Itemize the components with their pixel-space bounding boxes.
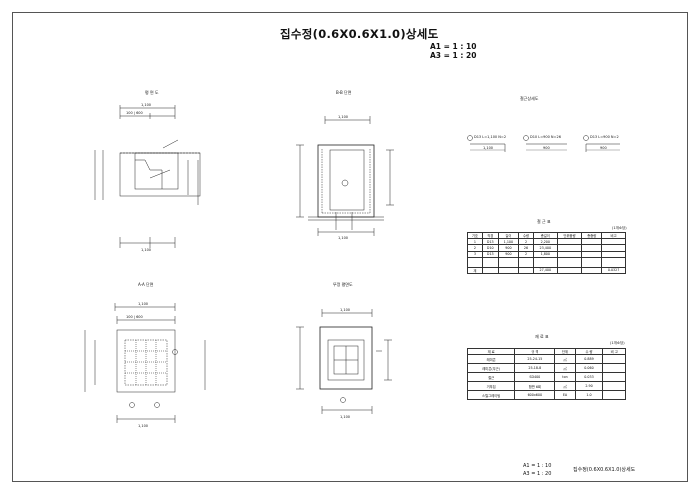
table-cell: 철근 — [466, 372, 516, 383]
table-cell: 스틸그레이팅 — [466, 390, 516, 401]
table-cell — [601, 250, 626, 258]
table-row: 스틸그레이팅 600x600 EA 1.0 — [466, 390, 626, 401]
material-table-caption: 재 료 표 — [535, 334, 549, 339]
cover-plan-drawing — [296, 309, 392, 414]
table-row: 거푸집 합판 6회 ㎡ 2.90 — [466, 381, 626, 392]
view-title-section-aa: A-A 단면 — [138, 282, 154, 287]
cover-dim-bottom: 1,100 — [340, 415, 351, 419]
table-cell — [602, 390, 626, 401]
table-cell: 2.90 — [574, 381, 604, 392]
table-cell: 27,400 — [532, 266, 558, 274]
table-total-row: 계 27,400 0.0327 — [467, 266, 626, 274]
plan-dim-top: 1,100 — [141, 103, 152, 107]
material-table-unit: (1개소당) — [610, 341, 625, 345]
rebar-label-2: D10 L=900 N=26 — [530, 135, 561, 139]
table-cell: 거푸집 — [466, 381, 516, 392]
plan-dim-bottom: 1,100 — [141, 248, 152, 252]
table-cell: 1,800 — [532, 250, 558, 258]
bb-dim-top: 1,100 — [338, 115, 349, 119]
footer-scale-a1: A1 = 1 : 10 — [523, 463, 552, 469]
rebar-dim-1: 1,100 — [483, 146, 494, 150]
quantity-table-caption: 철 근 표 — [537, 219, 551, 224]
drawing-sheet-border — [12, 12, 688, 482]
section-aa-drawing — [84, 303, 206, 423]
table-cell: 0.0327 — [601, 266, 626, 274]
table-cell: 900 — [497, 250, 520, 258]
plan-view-drawing — [94, 105, 201, 248]
table-cell — [602, 381, 626, 392]
aa-dim-bottom: 1,100 — [138, 424, 149, 428]
table-cell: ㎥ — [554, 354, 576, 365]
section-bb-drawing — [296, 116, 394, 236]
table-cell — [581, 266, 603, 274]
material-table: 재 료 규 격 단위 수 량 비 고 레미콘 25-24-15 ㎥ 0.889 … — [466, 347, 626, 401]
table-cell: EA — [554, 390, 576, 401]
table-cell: 계 — [467, 266, 483, 274]
table-cell: ㎡ — [554, 381, 576, 392]
scale-a3: A3 = 1 : 20 — [430, 51, 477, 60]
table-cell: 600x600 — [514, 390, 556, 401]
view-title-cover-plan: 뚜껑 평면도 — [333, 282, 353, 287]
rebar-dim-3: 900 — [600, 146, 607, 150]
rebar-dim-2: 900 — [543, 146, 550, 150]
table-cell — [602, 363, 626, 374]
rebar-detail-drawing — [467, 135, 620, 152]
table-header-cell: 비 고 — [602, 347, 626, 356]
table-cell: 1.0 — [574, 390, 604, 401]
table-cell — [556, 266, 583, 274]
cover-dim-top: 1,100 — [340, 308, 351, 312]
table-cell — [556, 250, 583, 258]
table-cell: ton — [554, 372, 576, 383]
table-header-row: 재 료 규 격 단위 수 량 비 고 — [466, 347, 626, 356]
view-title-section-bb: B-B 단면 — [336, 90, 352, 95]
table-row: 3 D13 900 2 1,800 — [467, 250, 626, 258]
table-cell — [497, 266, 520, 274]
table-header-cell: 단위 — [554, 347, 576, 356]
table-header-cell: 수 량 — [574, 347, 604, 356]
table-cell: 합판 6회 — [514, 381, 556, 392]
table-cell — [602, 372, 626, 383]
quantity-table-unit: (1개소당) — [612, 226, 627, 230]
table-cell — [481, 266, 499, 274]
drawing-title: 집수정(0.6X0.6X1.0)상세도 — [280, 27, 439, 41]
quantity-table: 기호 직경 길이 수량 총길이 단위중량 총중량 비고 1 D13 1,100 … — [467, 231, 626, 274]
aa-dim-sub: 100 | 600 — [126, 315, 143, 319]
rebar-label-3: D13 L=900 N=2 — [590, 135, 619, 139]
view-title-rebar-detail: 철근상세도 — [520, 96, 539, 101]
footer-scale-a3: A3 = 1 : 20 — [523, 471, 552, 477]
table-cell: 레미콘 — [466, 354, 516, 365]
scale-a1: A1 = 1 : 10 — [430, 42, 477, 51]
table-cell — [602, 354, 626, 365]
table-row: 철근 SD400 ton 0.033 — [466, 372, 626, 383]
bb-dim-bottom: 1,100 — [338, 236, 349, 240]
table-row-blank — [467, 256, 626, 268]
table-cell: 0.060 — [574, 363, 604, 374]
table-cell — [518, 266, 534, 274]
plan-dim-sub: 100 | 600 — [126, 111, 143, 115]
table-row: 1 D13 1,100 2 2,200 — [467, 238, 626, 246]
aa-dim-top: 1,100 — [138, 302, 149, 306]
table-cell: ㎥ — [554, 363, 576, 374]
table-cell: 0.889 — [574, 354, 604, 365]
table-cell: 0.033 — [574, 372, 604, 383]
table-cell: 25-18-8 — [514, 363, 556, 374]
view-title-plan: 평 면 도 — [145, 90, 159, 95]
table-cell: SD400 — [514, 372, 556, 383]
table-row: 레미콘(무근) 25-18-8 ㎥ 0.060 — [466, 363, 626, 374]
table-row: 레미콘 25-24-15 ㎥ 0.889 — [466, 354, 626, 365]
rebar-label-1: D13 L=1,100 N=2 — [474, 135, 507, 139]
table-cell: 레미콘(무근) — [466, 363, 516, 374]
table-header-cell: 재 료 — [466, 347, 516, 356]
footer-drawing-name: 집수정(0.6X0.6X1.0)상세도 — [573, 467, 636, 473]
table-cell: 25-24-15 — [514, 354, 556, 365]
